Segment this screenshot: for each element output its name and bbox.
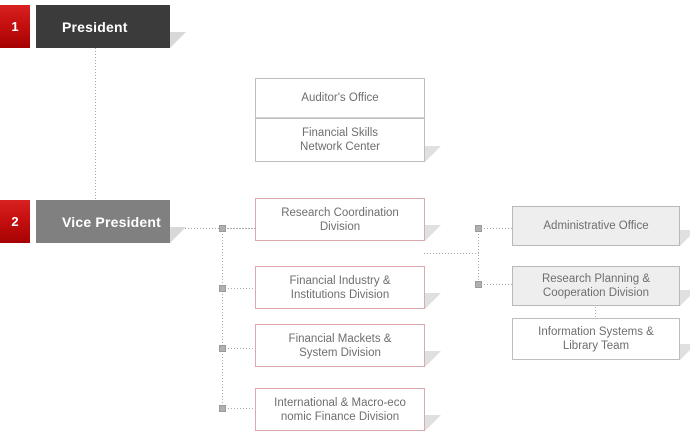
- node-information-systems-library-team-label: Information Systems & Library Team: [538, 326, 654, 352]
- fold-shadow-division-2: [425, 293, 441, 309]
- node-vice-president-label: Vice President: [62, 213, 162, 230]
- node-auditors-office[interactable]: Auditor's Office: [255, 78, 425, 118]
- node-president-label: President: [62, 18, 128, 35]
- node-research-coordination-division[interactable]: Research Coordination Division: [255, 198, 425, 241]
- connector-division-2: [222, 288, 256, 289]
- connector-to-support-units: [424, 253, 480, 254]
- node-research-coordination-division-label: Research Coordination Division: [281, 206, 399, 233]
- connector-support-2-to-3: [595, 304, 596, 318]
- node-auditors-office-label: Auditor's Office: [301, 92, 379, 104]
- node-research-planning-cooperation-division-label: Research Planning & Cooperation Division: [541, 273, 651, 299]
- node-international-macroeconomic-finance-division[interactable]: International & Macro-eco nomic Finance …: [255, 388, 425, 431]
- level-badge-2: 2: [0, 200, 30, 243]
- node-financial-markets-system-division[interactable]: Financial Mackets & System Division: [255, 324, 425, 367]
- fold-shadow-support-2: [680, 290, 690, 306]
- fold-shadow-division-3: [425, 351, 441, 367]
- level-badge-1-number: 1: [11, 19, 19, 34]
- fold-shadow-president: [170, 32, 186, 48]
- node-administrative-office[interactable]: Administrative Office: [512, 206, 680, 246]
- fold-shadow-support-1: [680, 230, 690, 246]
- level-badge-2-number: 2: [11, 214, 19, 229]
- connector-support-units-trunk: [478, 228, 479, 284]
- fold-shadow-support-3: [680, 344, 690, 360]
- node-financial-skills-network-center[interactable]: Financial Skills Network Center: [255, 118, 425, 162]
- node-vice-president[interactable]: Vice President: [36, 200, 170, 243]
- node-research-planning-cooperation-division[interactable]: Research Planning & Cooperation Division: [512, 266, 680, 306]
- connector-node-division-4: [219, 405, 226, 412]
- fold-shadow-division-4: [425, 415, 441, 431]
- connector-division-1: [222, 228, 256, 229]
- connector-president-to-vice-president: [95, 48, 96, 200]
- level-badge-1: 1: [0, 5, 30, 48]
- connector-node-division-3: [219, 345, 226, 352]
- connector-node-division-2: [219, 285, 226, 292]
- node-information-systems-library-team[interactable]: Information Systems & Library Team: [512, 318, 680, 360]
- node-financial-industry-institutions-division-label: Financial Industry & Institutions Divisi…: [289, 274, 391, 301]
- fold-shadow-division-1: [425, 225, 441, 241]
- node-financial-markets-system-division-label: Financial Mackets & System Division: [288, 332, 392, 359]
- fold-shadow-vice-president: [170, 227, 186, 243]
- connector-vice-president-trunk: [176, 228, 256, 229]
- node-financial-skills-network-center-label: Financial Skills Network Center: [300, 127, 380, 153]
- connector-division-3: [222, 348, 256, 349]
- connector-support-unit-2: [478, 284, 512, 285]
- fold-shadow-staff-units: [425, 146, 441, 162]
- connector-support-unit-1: [478, 228, 512, 229]
- node-international-macroeconomic-finance-division-label: International & Macro-eco nomic Finance …: [274, 396, 406, 423]
- connector-division-4: [222, 408, 256, 409]
- node-president[interactable]: President: [36, 5, 170, 48]
- node-financial-industry-institutions-division[interactable]: Financial Industry & Institutions Divisi…: [255, 266, 425, 309]
- connector-divisions-trunk: [222, 228, 223, 408]
- node-administrative-office-label: Administrative Office: [543, 220, 649, 232]
